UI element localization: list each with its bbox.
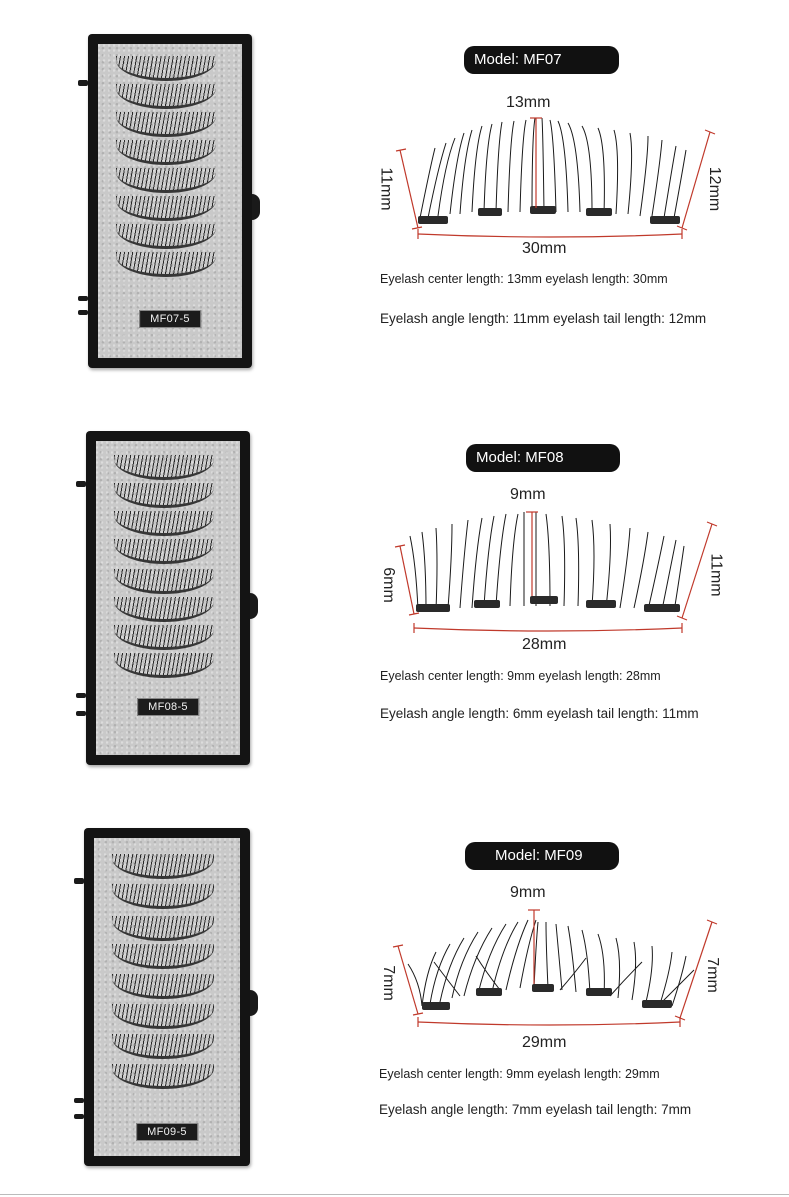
- tail-length-label: 12mm: [706, 166, 724, 212]
- lash-width-label: 30mm: [522, 240, 567, 257]
- angle-length-label: 6mm: [379, 567, 397, 603]
- model-badge: Model: MF09: [465, 842, 619, 870]
- spec-line-center: Eyelash center length: 9mm eyelash lengt…: [380, 669, 661, 683]
- center-length-label: 9mm: [510, 486, 546, 503]
- lash-card: [98, 44, 242, 358]
- lash-card: [94, 838, 240, 1156]
- lash-strip-illustration: [392, 909, 718, 1027]
- lash-dimension-diagram: 13mm 11mm 12mm 30mm: [360, 88, 730, 278]
- model-badge: Model: MF08: [466, 444, 620, 472]
- spec-line-angle: Eyelash angle length: 6mm eyelash tail l…: [380, 706, 699, 721]
- angle-length-label: 11mm: [377, 167, 395, 211]
- tail-length-label: 11mm: [707, 553, 725, 597]
- product-section-mf09: MF09-5 Model: MF09: [0, 796, 789, 1194]
- box-model-label: MF08-5: [137, 698, 199, 716]
- lash-width-label: 28mm: [522, 636, 567, 653]
- lash-strip-illustration: [394, 511, 718, 633]
- product-section-mf08: MF08-5 Model: MF08: [0, 398, 789, 796]
- spec-line-angle: Eyelash angle length: 7mm eyelash tail l…: [379, 1102, 692, 1117]
- center-length-label: 13mm: [506, 94, 551, 111]
- spec-line-angle: Eyelash angle length: 11mm eyelash tail …: [380, 311, 707, 326]
- product-section-mf07: MF07-5 Model: MF07: [0, 0, 789, 398]
- lash-strip-illustration: [395, 117, 716, 239]
- lash-box-image: MF08-5: [76, 431, 258, 765]
- page-bottom-divider: [0, 1194, 789, 1195]
- lash-dimension-diagram: 9mm 7mm 7mm 29mm: [360, 882, 730, 1072]
- model-badge: Model: MF07: [464, 46, 619, 74]
- lash-dimension-diagram: 9mm 6mm 11mm 28mm: [360, 484, 730, 674]
- angle-length-label: 7mm: [379, 965, 397, 1001]
- center-length-label: 9mm: [510, 884, 546, 901]
- box-model-label: MF09-5: [136, 1123, 198, 1141]
- lash-box-image: MF09-5: [74, 828, 258, 1166]
- box-model-label: MF07-5: [139, 310, 201, 328]
- spec-line-center: Eyelash center length: 9mm eyelash lengt…: [379, 1067, 660, 1081]
- tail-length-label: 7mm: [703, 957, 721, 993]
- spec-line-center: Eyelash center length: 13mm eyelash leng…: [380, 272, 668, 286]
- lash-box-image: MF07-5: [78, 34, 260, 368]
- lash-width-label: 29mm: [522, 1034, 567, 1051]
